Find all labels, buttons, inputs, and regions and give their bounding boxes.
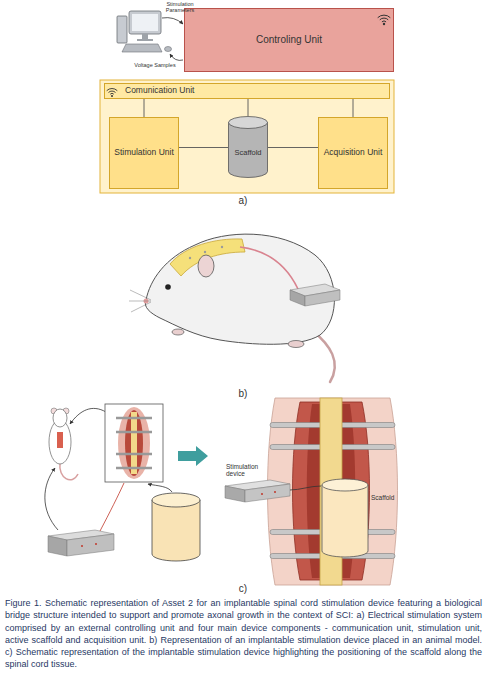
device-container	[100, 80, 394, 193]
connector-line	[353, 99, 354, 117]
inset-frame	[105, 404, 163, 482]
zoom-arrow	[70, 408, 106, 424]
controller-box: Controling Unit	[184, 8, 394, 72]
node-text-group: Comunication Unit	[105, 84, 389, 98]
connector-group	[144, 99, 353, 148]
tissue-dot	[189, 257, 191, 259]
mouse-whiskers	[129, 290, 151, 312]
keyboard	[122, 44, 162, 52]
device-lead	[290, 486, 321, 490]
cylinder-top	[229, 117, 268, 129]
device-side	[67, 534, 114, 556]
device-port	[81, 545, 83, 547]
panel-label: c)	[228, 583, 258, 595]
communication-band: Comunication Unit	[104, 83, 390, 99]
implant-wire	[240, 247, 298, 289]
connector-line	[144, 99, 145, 117]
cylinder-body	[152, 500, 200, 561]
device-port	[95, 543, 97, 545]
node-label: Controling Unit	[256, 34, 322, 46]
mouse-ear	[198, 255, 214, 277]
panel-label: a)	[228, 195, 258, 207]
sample-arrow	[170, 54, 183, 60]
mouse-illustration	[129, 234, 340, 382]
device-port	[261, 493, 263, 495]
device-front	[225, 486, 245, 502]
spinal-region	[170, 239, 245, 276]
device-side	[245, 484, 290, 502]
node-label: Acquisition Unit	[324, 148, 383, 158]
monitor-frame	[129, 11, 161, 34]
implant-device-side	[305, 290, 340, 306]
stimulation-device-left	[48, 530, 114, 556]
node-label: Stimulation Unit	[114, 148, 174, 158]
surgical-view	[225, 398, 398, 585]
transition-arrow	[178, 446, 208, 466]
mouse-eye	[165, 284, 171, 290]
node-text-group: Controling Unit	[185, 9, 393, 71]
node-text-group: Acquisition Unit	[319, 118, 387, 188]
mouse-hind-paw	[288, 341, 304, 348]
node-label: Comunication Unit	[125, 86, 194, 96]
computer-icon	[117, 11, 172, 52]
wifi-arcs	[378, 15, 391, 22]
scaffold-arrow	[148, 484, 172, 492]
inset-view	[105, 404, 163, 482]
monitor-base	[137, 39, 153, 41]
cylinder-outline	[228, 116, 268, 178]
wifi-arcs	[107, 89, 118, 95]
cylinder-body	[229, 122, 268, 177]
mouse-front-paw	[172, 329, 184, 335]
figure-caption: Figure 1. Schematic representation of As…	[5, 597, 482, 671]
scaffold-body	[322, 485, 368, 557]
placement-arrow	[45, 468, 58, 530]
scaffold-cylinder: Scaffold	[228, 116, 268, 178]
implant-device-front	[290, 290, 305, 306]
wifi-icon	[378, 15, 391, 25]
rat-incision	[57, 432, 63, 448]
acquisition-box: Acquisition Unit	[318, 117, 388, 189]
arrow-label: Voltage Samples	[130, 62, 180, 68]
connector-line	[179, 147, 228, 148]
node-label: Scaffold	[235, 149, 262, 158]
computer-mouse	[165, 47, 172, 52]
rat-tail	[60, 463, 78, 480]
stimulation-box: Stimulation Unit	[109, 117, 179, 189]
node-text-group: Stimulation Unit	[110, 118, 178, 188]
tissue-dot	[204, 251, 206, 253]
connector-line	[248, 99, 249, 116]
computer-tower	[117, 16, 127, 43]
callout-label: Scaffold	[371, 494, 411, 501]
rat-head	[53, 409, 67, 427]
scaffold-cylinder-left	[152, 493, 200, 561]
device-port	[274, 491, 276, 493]
inset-cord	[131, 412, 137, 474]
callout-label: Stimulation device	[226, 463, 266, 478]
arrow-label: Stimulation Parameters	[160, 1, 200, 14]
parameter-arrow	[162, 18, 183, 24]
wifi-dot	[383, 23, 385, 25]
wifi-icon	[107, 89, 118, 97]
node-text-group: Scaffold	[228, 116, 268, 178]
inset-wound	[125, 410, 143, 476]
monitor-stand	[142, 34, 148, 39]
cylinder-top	[152, 493, 200, 507]
panel-label: b)	[228, 388, 258, 400]
scaffold-top	[322, 479, 368, 491]
monitor-screen	[132, 14, 158, 31]
device-wire	[100, 483, 124, 531]
wifi-dot	[111, 95, 113, 97]
tissue-dot	[221, 246, 223, 248]
device-front	[48, 536, 67, 556]
connector-line	[268, 147, 318, 148]
inset-rods	[116, 418, 152, 468]
